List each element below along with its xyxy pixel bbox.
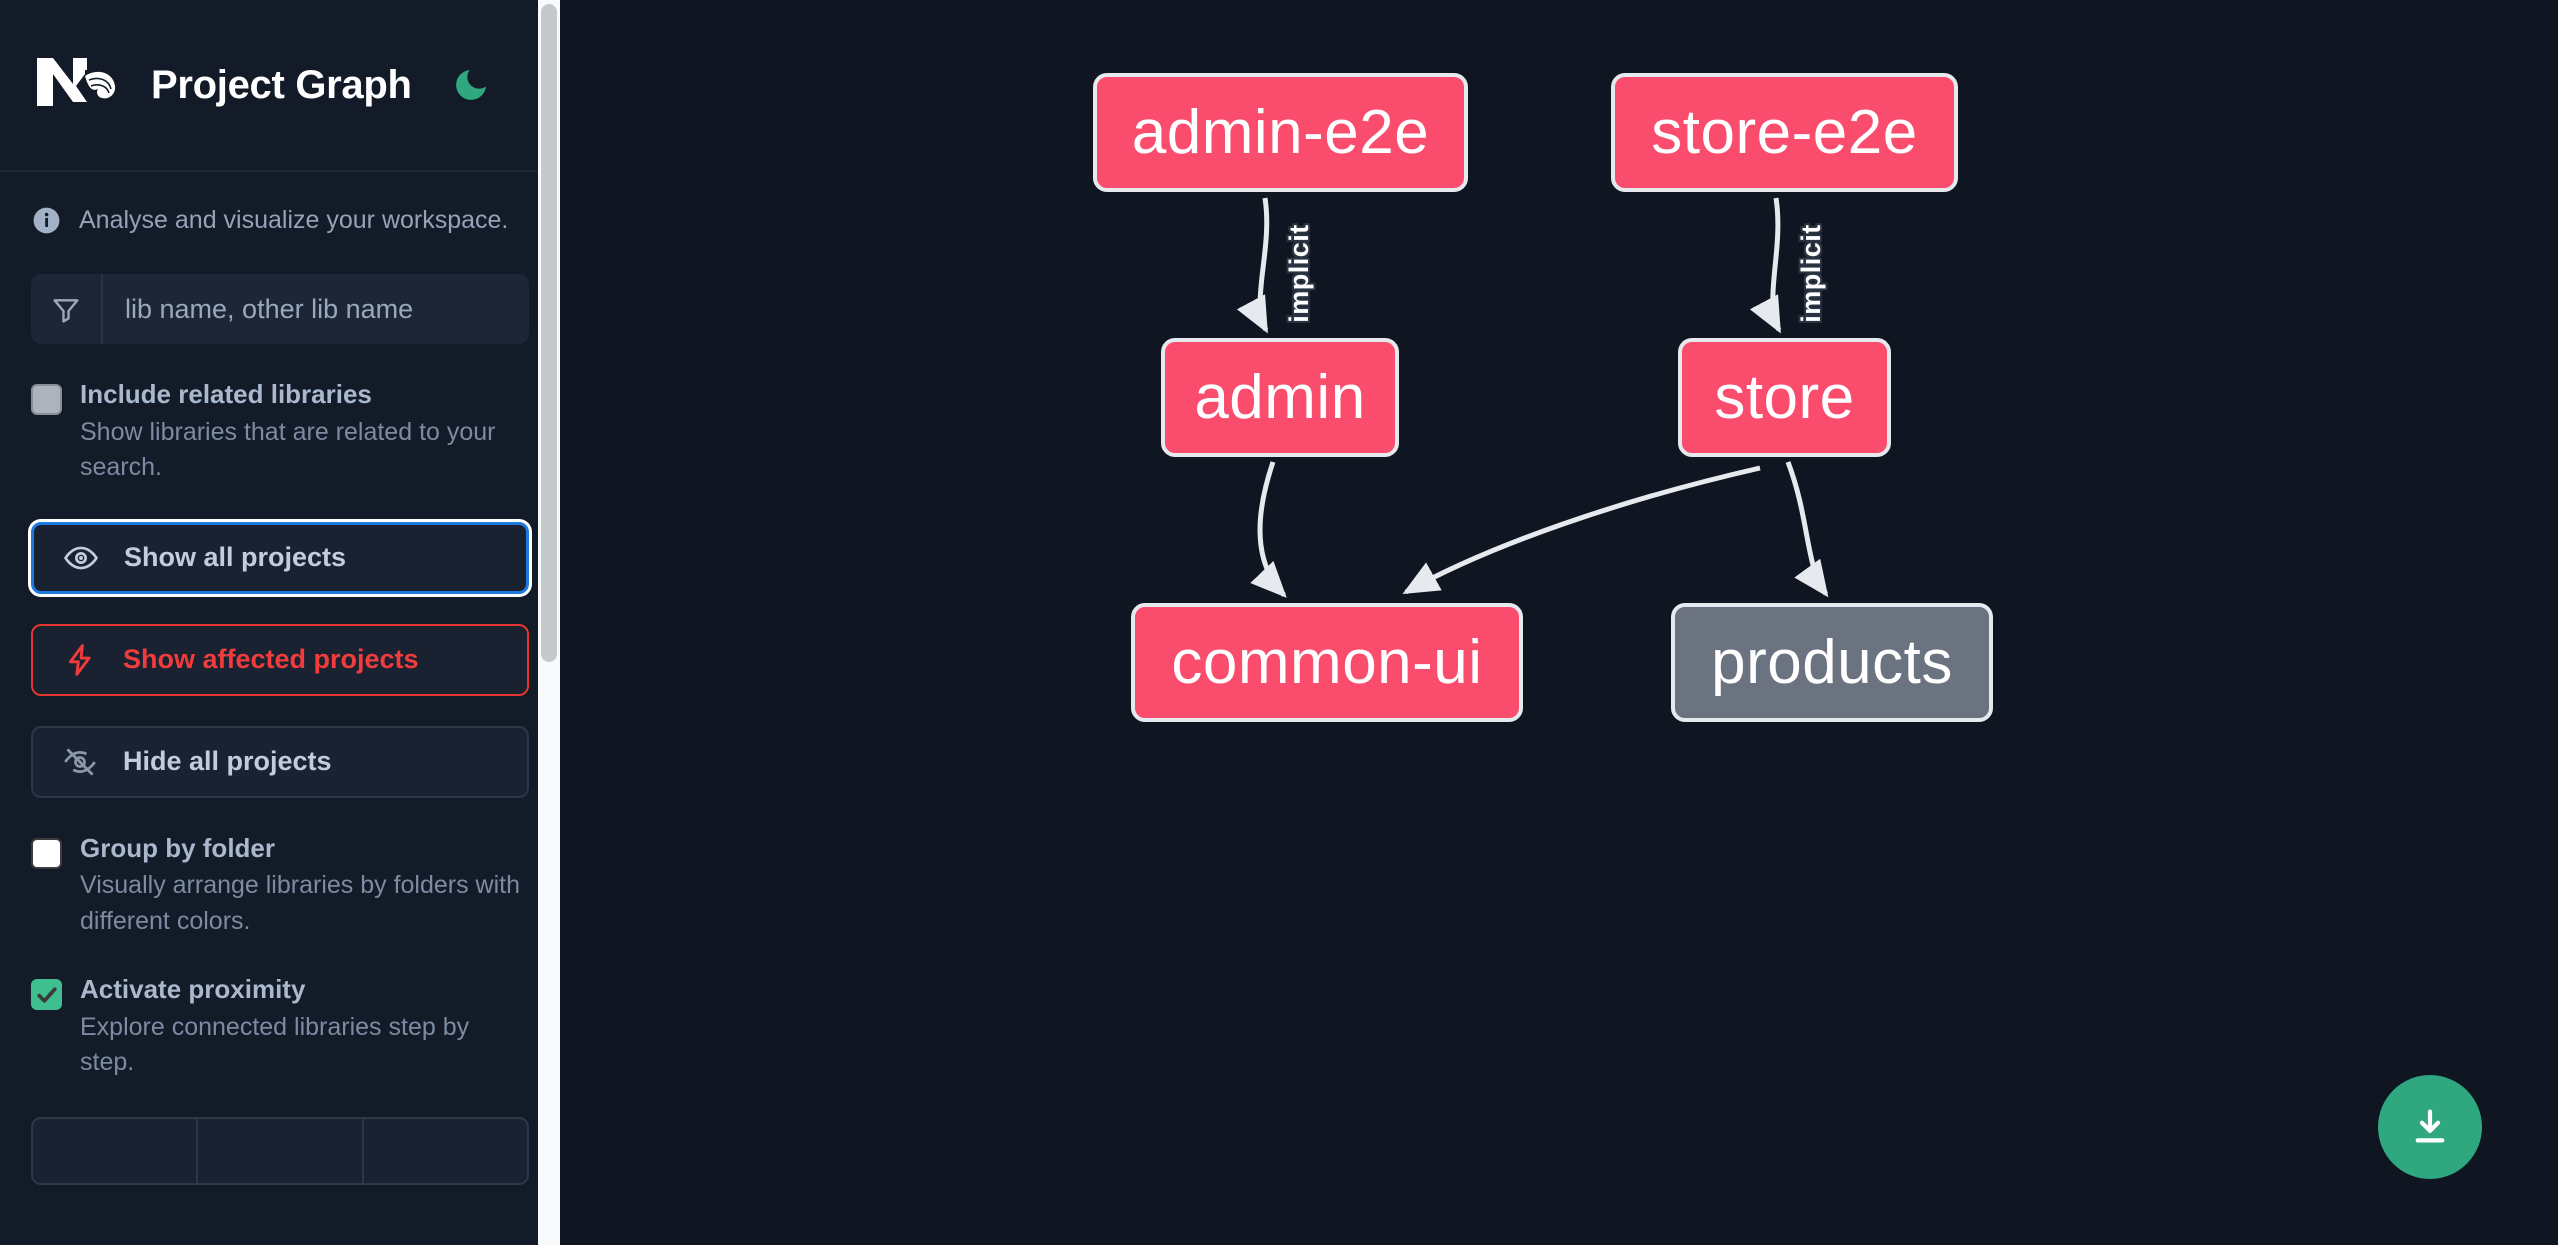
graph-edges (1236, 197, 1829, 598)
sidebar-scrollbar-thumb[interactable] (541, 4, 557, 662)
option-label: Group by folder (80, 832, 275, 863)
sidebar-info-text: Analyse and visualize your workspace. (79, 206, 509, 234)
option-description: Visually arrange libraries by folders wi… (80, 871, 521, 935)
show-affected-projects-label: Show affected projects (123, 644, 419, 674)
edge-store-products (1785, 461, 1829, 598)
search-input[interactable] (103, 274, 529, 344)
page-title: Project Graph (151, 62, 412, 107)
graph-node-label: products (1711, 628, 1953, 697)
segment-2[interactable] (198, 1118, 364, 1183)
nx-logo-icon (31, 54, 127, 116)
edge-admin-e2e-admin (1236, 197, 1270, 334)
option-texts: Include related libraries Show libraries… (80, 378, 529, 486)
project-graph-canvas[interactable]: admin-e2e store-e2e admin store common-ui pro… (560, 0, 2558, 1245)
option-description: Explore connected libraries step by step… (80, 1012, 470, 1077)
graph-node-products[interactable]: products (1671, 603, 1993, 722)
moon-icon[interactable] (448, 62, 494, 108)
info-icon (31, 205, 62, 236)
bottom-segmented-group[interactable] (31, 1116, 529, 1185)
checkbox-include-related-libraries[interactable] (31, 384, 62, 415)
option-label: Include related libraries (80, 379, 372, 409)
graph-node-admin[interactable]: admin (1161, 338, 1399, 457)
download-icon[interactable] (2378, 1075, 2482, 1179)
graph-node-store[interactable]: store (1678, 338, 1891, 457)
funnel-icon (31, 274, 103, 344)
graph-node-label: store (1714, 363, 1855, 432)
graph-edge-label-store-e2e-store: implicit (1795, 224, 1826, 323)
option-texts: Group by folder Visually arrange librari… (80, 832, 529, 940)
edge-admin-common-ui (1250, 461, 1287, 598)
edge-store-common-ui (1402, 465, 1761, 595)
option-group-by-folder[interactable]: Group by folder Visually arrange librari… (31, 832, 529, 940)
option-label: Activate proximity (80, 974, 306, 1004)
graph-node-label: common-ui (1171, 628, 1483, 697)
sidebar-header: Project Graph (0, 0, 560, 172)
show-all-projects-label: Show all projects (124, 542, 347, 572)
graph-node-label: admin (1194, 363, 1366, 432)
segment-3[interactable] (364, 1119, 527, 1183)
graph-edge-label-admin-e2e-admin: implicit (1283, 224, 1314, 323)
graph-node-admin-e2e[interactable]: admin-e2e (1093, 73, 1468, 192)
graph-node-label: store-e2e (1651, 98, 1918, 167)
lightning-bolt-icon (61, 641, 99, 679)
show-all-projects-button[interactable]: Show all projects (31, 521, 529, 594)
sidebar-info: Analyse and visualize your workspace. (0, 172, 560, 268)
checkbox-activate-proximity[interactable] (31, 979, 62, 1010)
graph-node-store-e2e[interactable]: store-e2e (1611, 73, 1958, 192)
eye-off-icon (61, 743, 99, 781)
option-description: Show libraries that are related to your … (80, 417, 496, 482)
sidebar: Project Graph Analyse and visualize yo (0, 0, 560, 1245)
sidebar-scrollbar[interactable] (538, 0, 560, 1245)
show-affected-projects-button[interactable]: Show affected projects (31, 623, 529, 696)
graph-node-label: admin-e2e (1131, 98, 1430, 167)
checkbox-group-by-folder[interactable] (31, 837, 62, 869)
hide-all-projects-label: Hide all projects (123, 746, 332, 776)
option-activate-proximity[interactable]: Activate proximity Explore connected lib… (31, 973, 529, 1081)
search-input-wrapper[interactable] (31, 274, 529, 344)
sidebar-body: Include related libraries Show libraries… (0, 274, 560, 1185)
segment-1[interactable] (33, 1118, 199, 1183)
eye-icon (62, 539, 100, 577)
graph-node-common-ui[interactable]: common-ui (1131, 603, 1523, 722)
option-include-related-libraries[interactable]: Include related libraries Show libraries… (31, 378, 529, 486)
edge-store-e2e-store (1749, 197, 1782, 334)
hide-all-projects-button[interactable]: Hide all projects (31, 725, 529, 798)
option-texts: Activate proximity Explore connected lib… (80, 973, 529, 1081)
